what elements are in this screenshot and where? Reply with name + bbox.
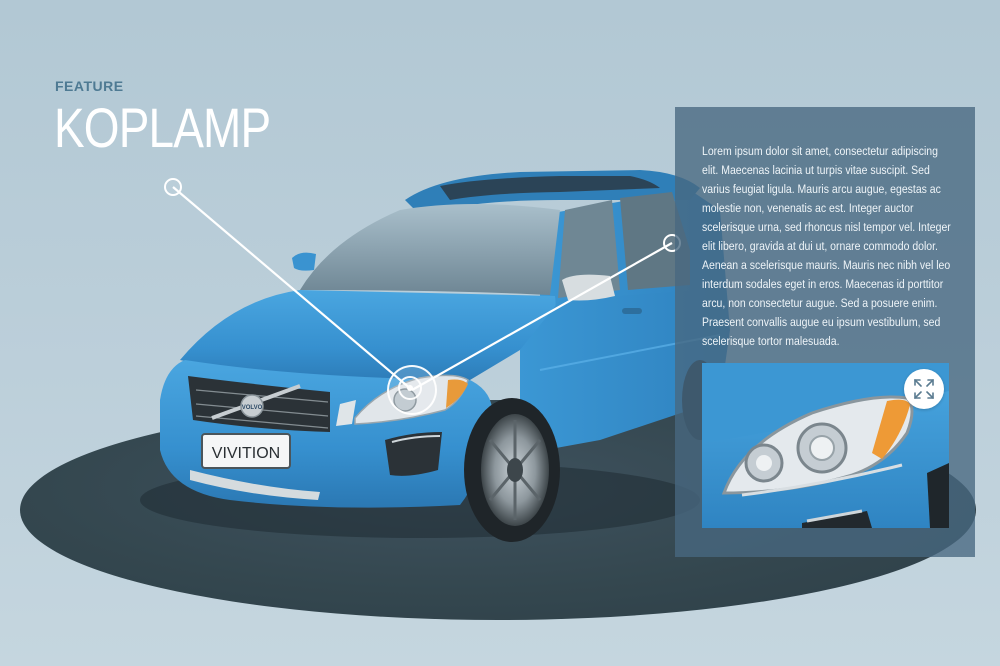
- feature-description: Lorem ipsum dolor sit amet, consectetur …: [702, 144, 951, 348]
- feature-eyebrow: FEATURE: [55, 78, 124, 94]
- hotspot-outer-ring: [387, 365, 437, 415]
- expand-arrows-icon: [914, 379, 934, 399]
- target-hotspot-icon: [407, 385, 413, 391]
- headlight-hotspot[interactable]: [387, 365, 437, 415]
- feature-title: KOPLAMP: [54, 96, 271, 159]
- grille-badge: VOLVO: [242, 405, 263, 411]
- hotspot-anchor-left[interactable]: [164, 178, 182, 196]
- hotspot-inner-ring: [398, 376, 422, 400]
- connector-line-right: [411, 242, 673, 391]
- license-plate-text: VIVITION: [212, 445, 280, 462]
- expand-button[interactable]: [904, 369, 944, 409]
- connector-line-left: [172, 186, 413, 391]
